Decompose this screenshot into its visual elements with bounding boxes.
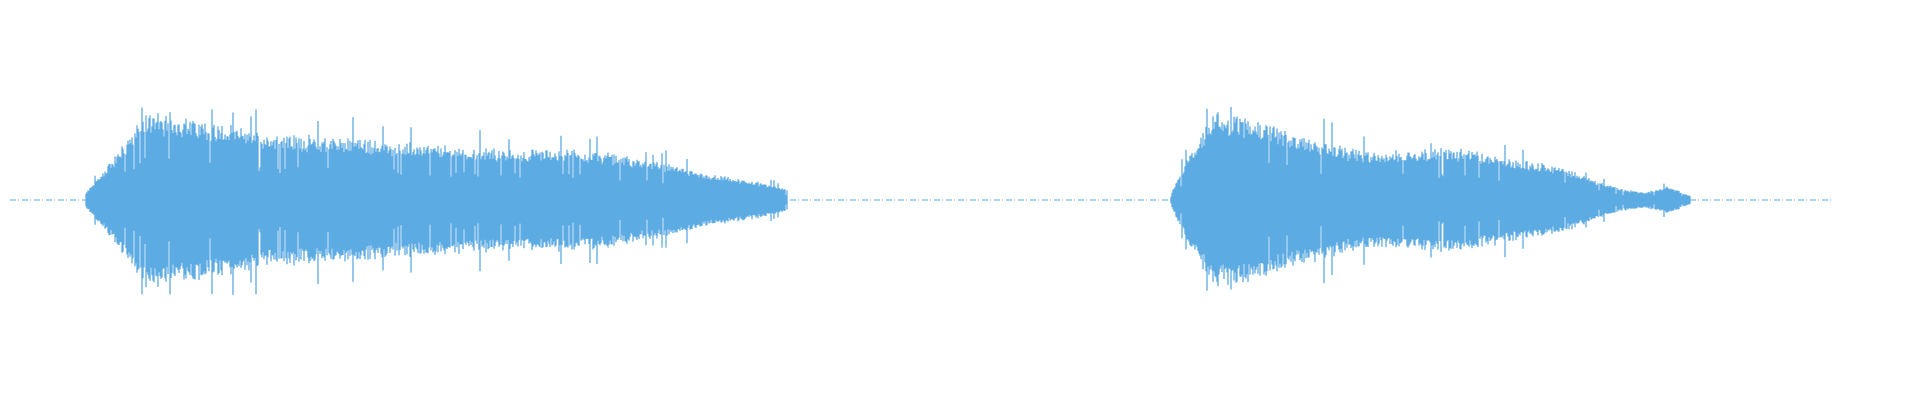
clip-2-samples (1170, 107, 1691, 291)
clip-1[interactable] (85, 107, 788, 295)
clip-1-samples (85, 107, 788, 295)
clip-2[interactable] (1170, 107, 1691, 291)
